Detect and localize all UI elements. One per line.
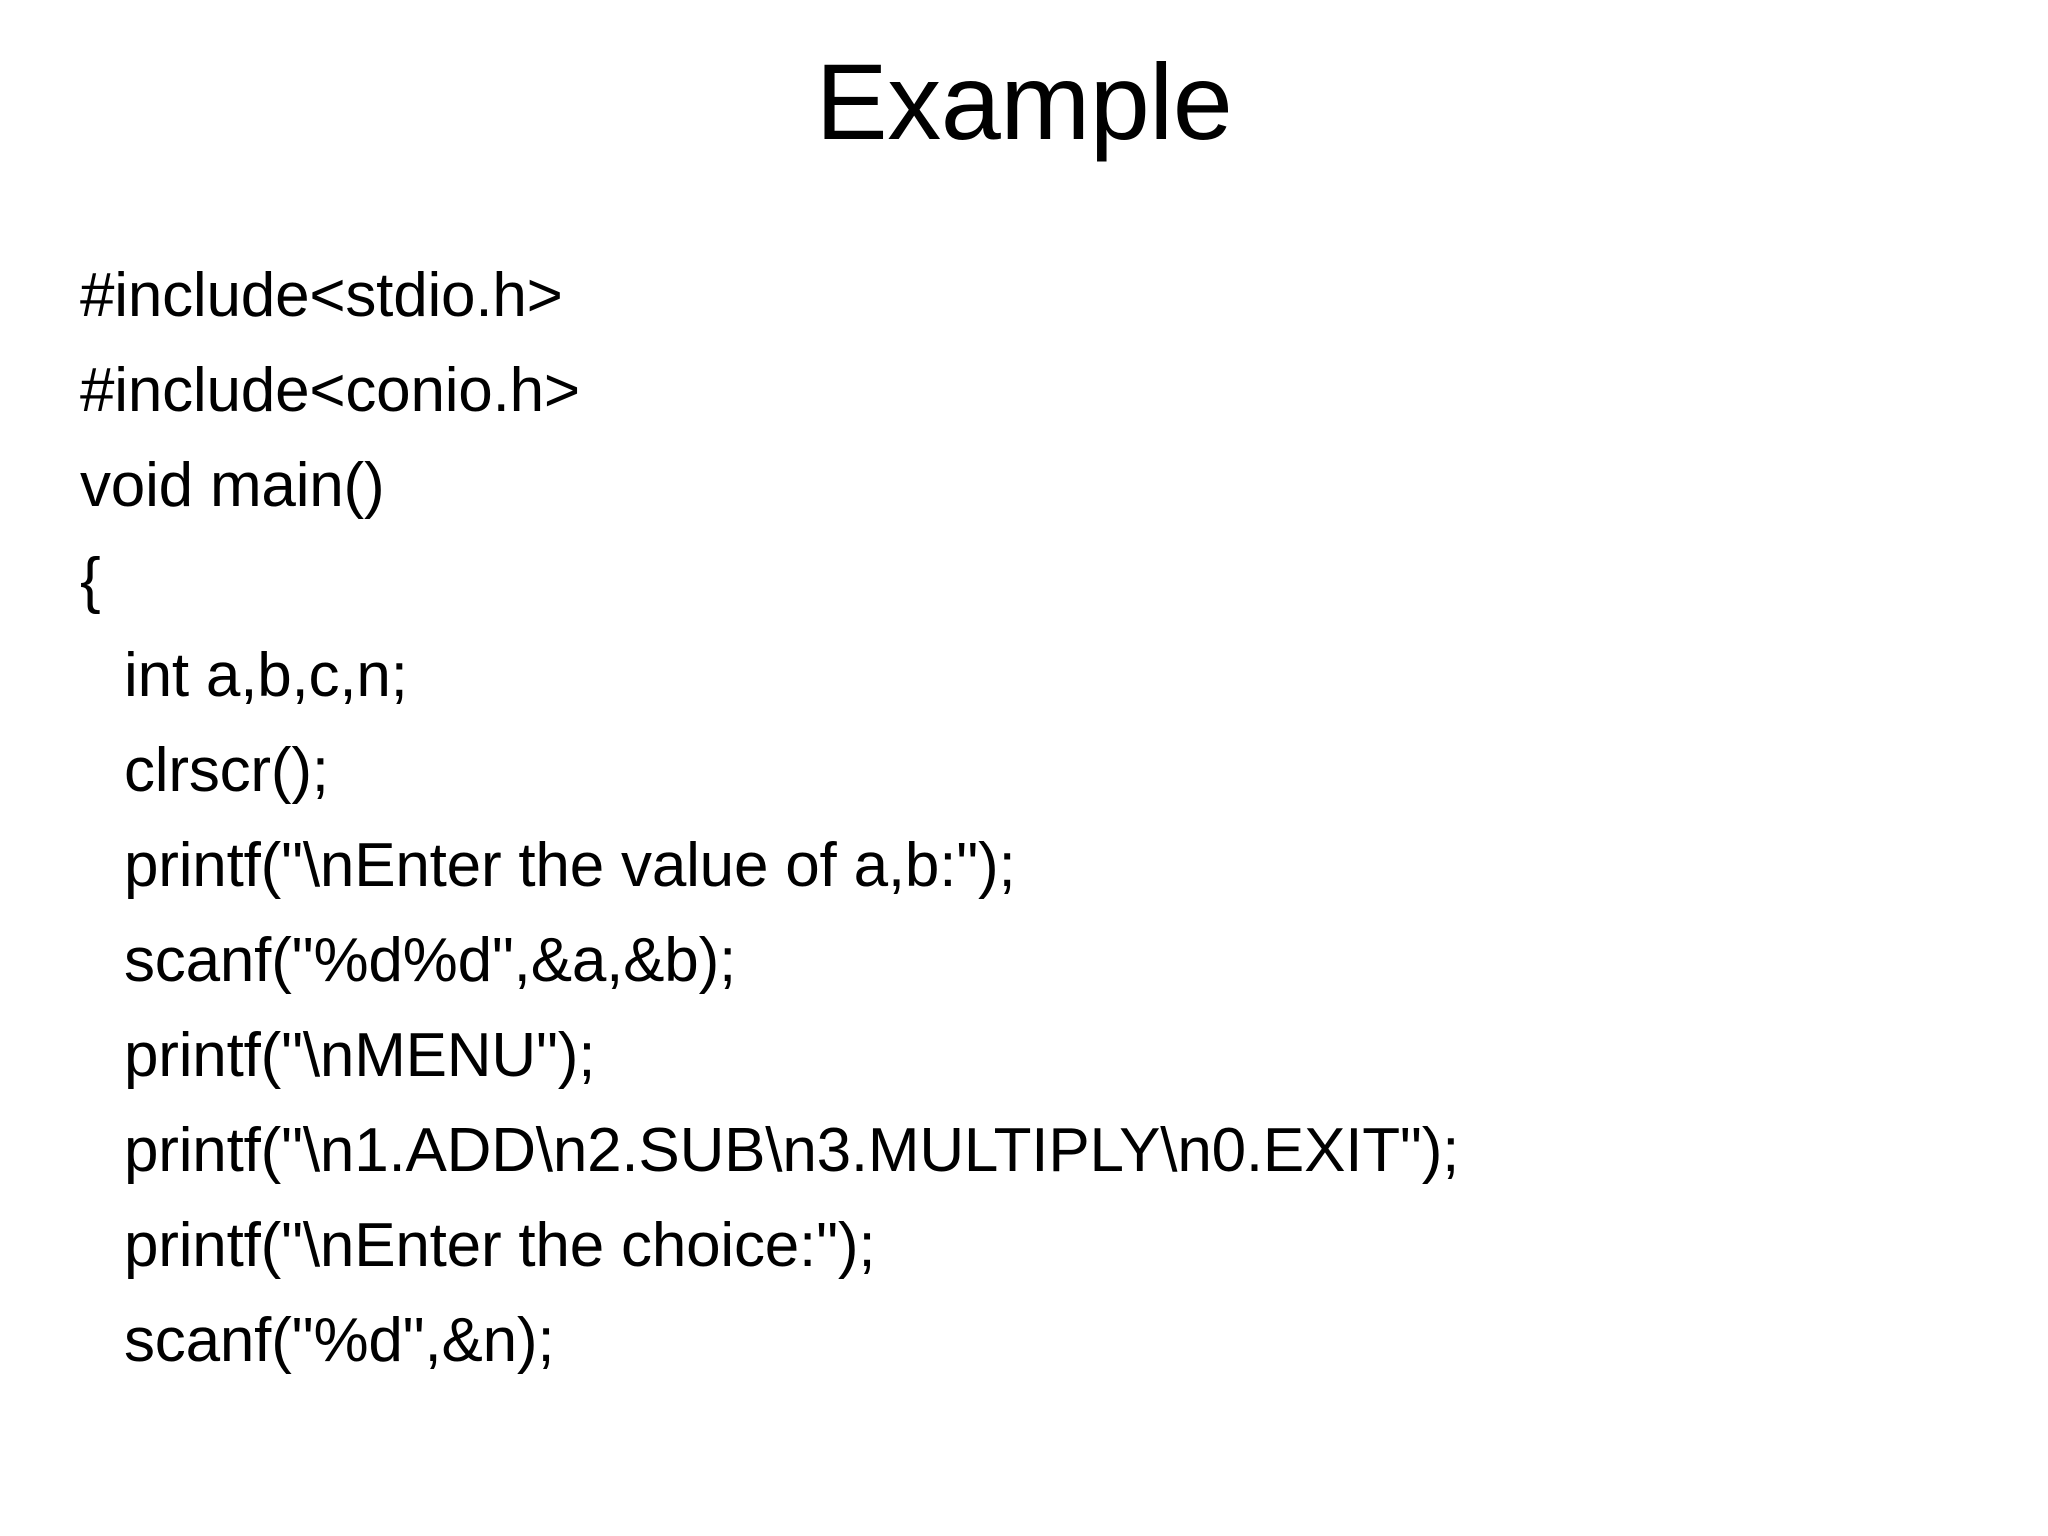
code-line: #include<stdio.h> [80,261,563,330]
code-line: clrscr(); [124,736,329,805]
code-line: printf("\nEnter the choice:"); [124,1211,876,1280]
code-line: printf("\n1.ADD\n2.SUB\n3.MULTIPLY\n0.EX… [124,1116,1460,1185]
code-line: void main() [80,451,385,520]
code-line: { [80,546,101,615]
code-line: scanf("%d%d",&a,&b); [124,926,737,995]
code-line: #include<conio.h> [80,356,580,425]
code-line: scanf("%d",&n); [124,1306,555,1375]
code-line: printf("\nEnter the value of a,b:"); [124,831,1016,900]
code-line: printf("\nMENU"); [124,1021,596,1090]
page-title: Example [815,41,1233,162]
code-listing: #include<stdio.h> #include<conio.h> void… [80,248,1980,1388]
code-line: int a,b,c,n; [124,641,408,710]
